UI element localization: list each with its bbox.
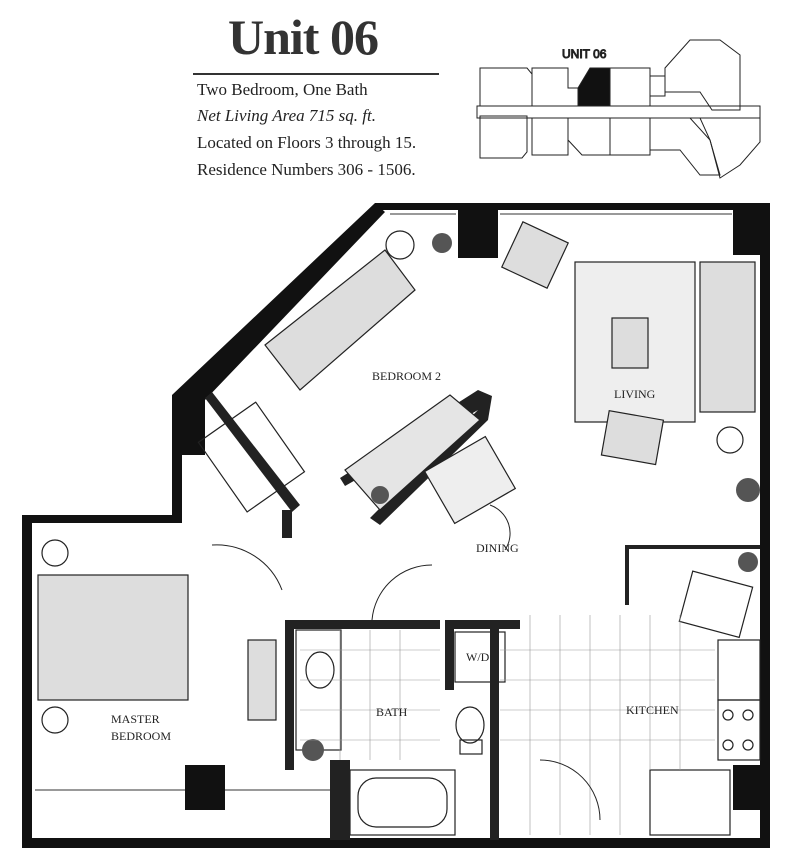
plants	[302, 233, 760, 761]
toilet	[455, 706, 485, 755]
floors-located: Located on Floors 3 through 15.	[197, 133, 417, 152]
bedroom2-bed	[264, 230, 416, 391]
washer-dryer	[454, 631, 506, 683]
armchair	[600, 409, 665, 466]
unit-type: Two Bedroom, One Bath	[197, 80, 368, 99]
coffee-table	[611, 317, 649, 369]
interior-walls	[205, 390, 760, 840]
exterior-walls	[22, 203, 770, 848]
label-bedroom-2: BEDROOM 2	[372, 369, 441, 383]
kitchen-sink	[678, 570, 754, 639]
title-divider	[193, 73, 439, 75]
armchair-2	[500, 220, 570, 290]
fridge	[649, 769, 731, 836]
label-dining: DINING	[476, 541, 519, 555]
windows	[35, 213, 732, 791]
label-bath: BATH	[376, 705, 408, 719]
master-bed	[37, 574, 189, 701]
kitchen-counter	[717, 639, 761, 701]
label-kitchen: KITCHEN	[626, 703, 679, 717]
furniture	[37, 220, 761, 836]
key-plan: UNIT 06	[476, 39, 761, 179]
end-table	[716, 426, 744, 454]
sofa	[699, 261, 756, 413]
label-living: LIVING	[614, 387, 656, 401]
bath-vanity	[295, 629, 342, 751]
net-living-area: Net Living Area 715 sq. ft.	[197, 106, 376, 125]
doors	[211, 504, 601, 821]
unit-title: Unit 06	[228, 9, 379, 65]
key-plan-label: UNIT 06	[562, 47, 607, 61]
floor-tiles	[300, 615, 715, 835]
dining-table	[423, 435, 517, 525]
residence-numbers: Residence Numbers 306 - 1506.	[197, 160, 416, 179]
bathtub	[349, 769, 456, 836]
shelves	[197, 401, 306, 513]
label-master-bedroom: BEDROOM	[111, 729, 171, 743]
room-labels: BEDROOM 2 LIVING DINING BATH KITCHEN MAS…	[111, 369, 679, 743]
nightstands	[41, 539, 69, 734]
label-washer-dryer: W/D	[466, 650, 490, 664]
dresser	[247, 639, 277, 721]
stove	[717, 699, 761, 761]
bedroom2-desk	[344, 394, 481, 511]
label-master: MASTER	[111, 712, 160, 726]
